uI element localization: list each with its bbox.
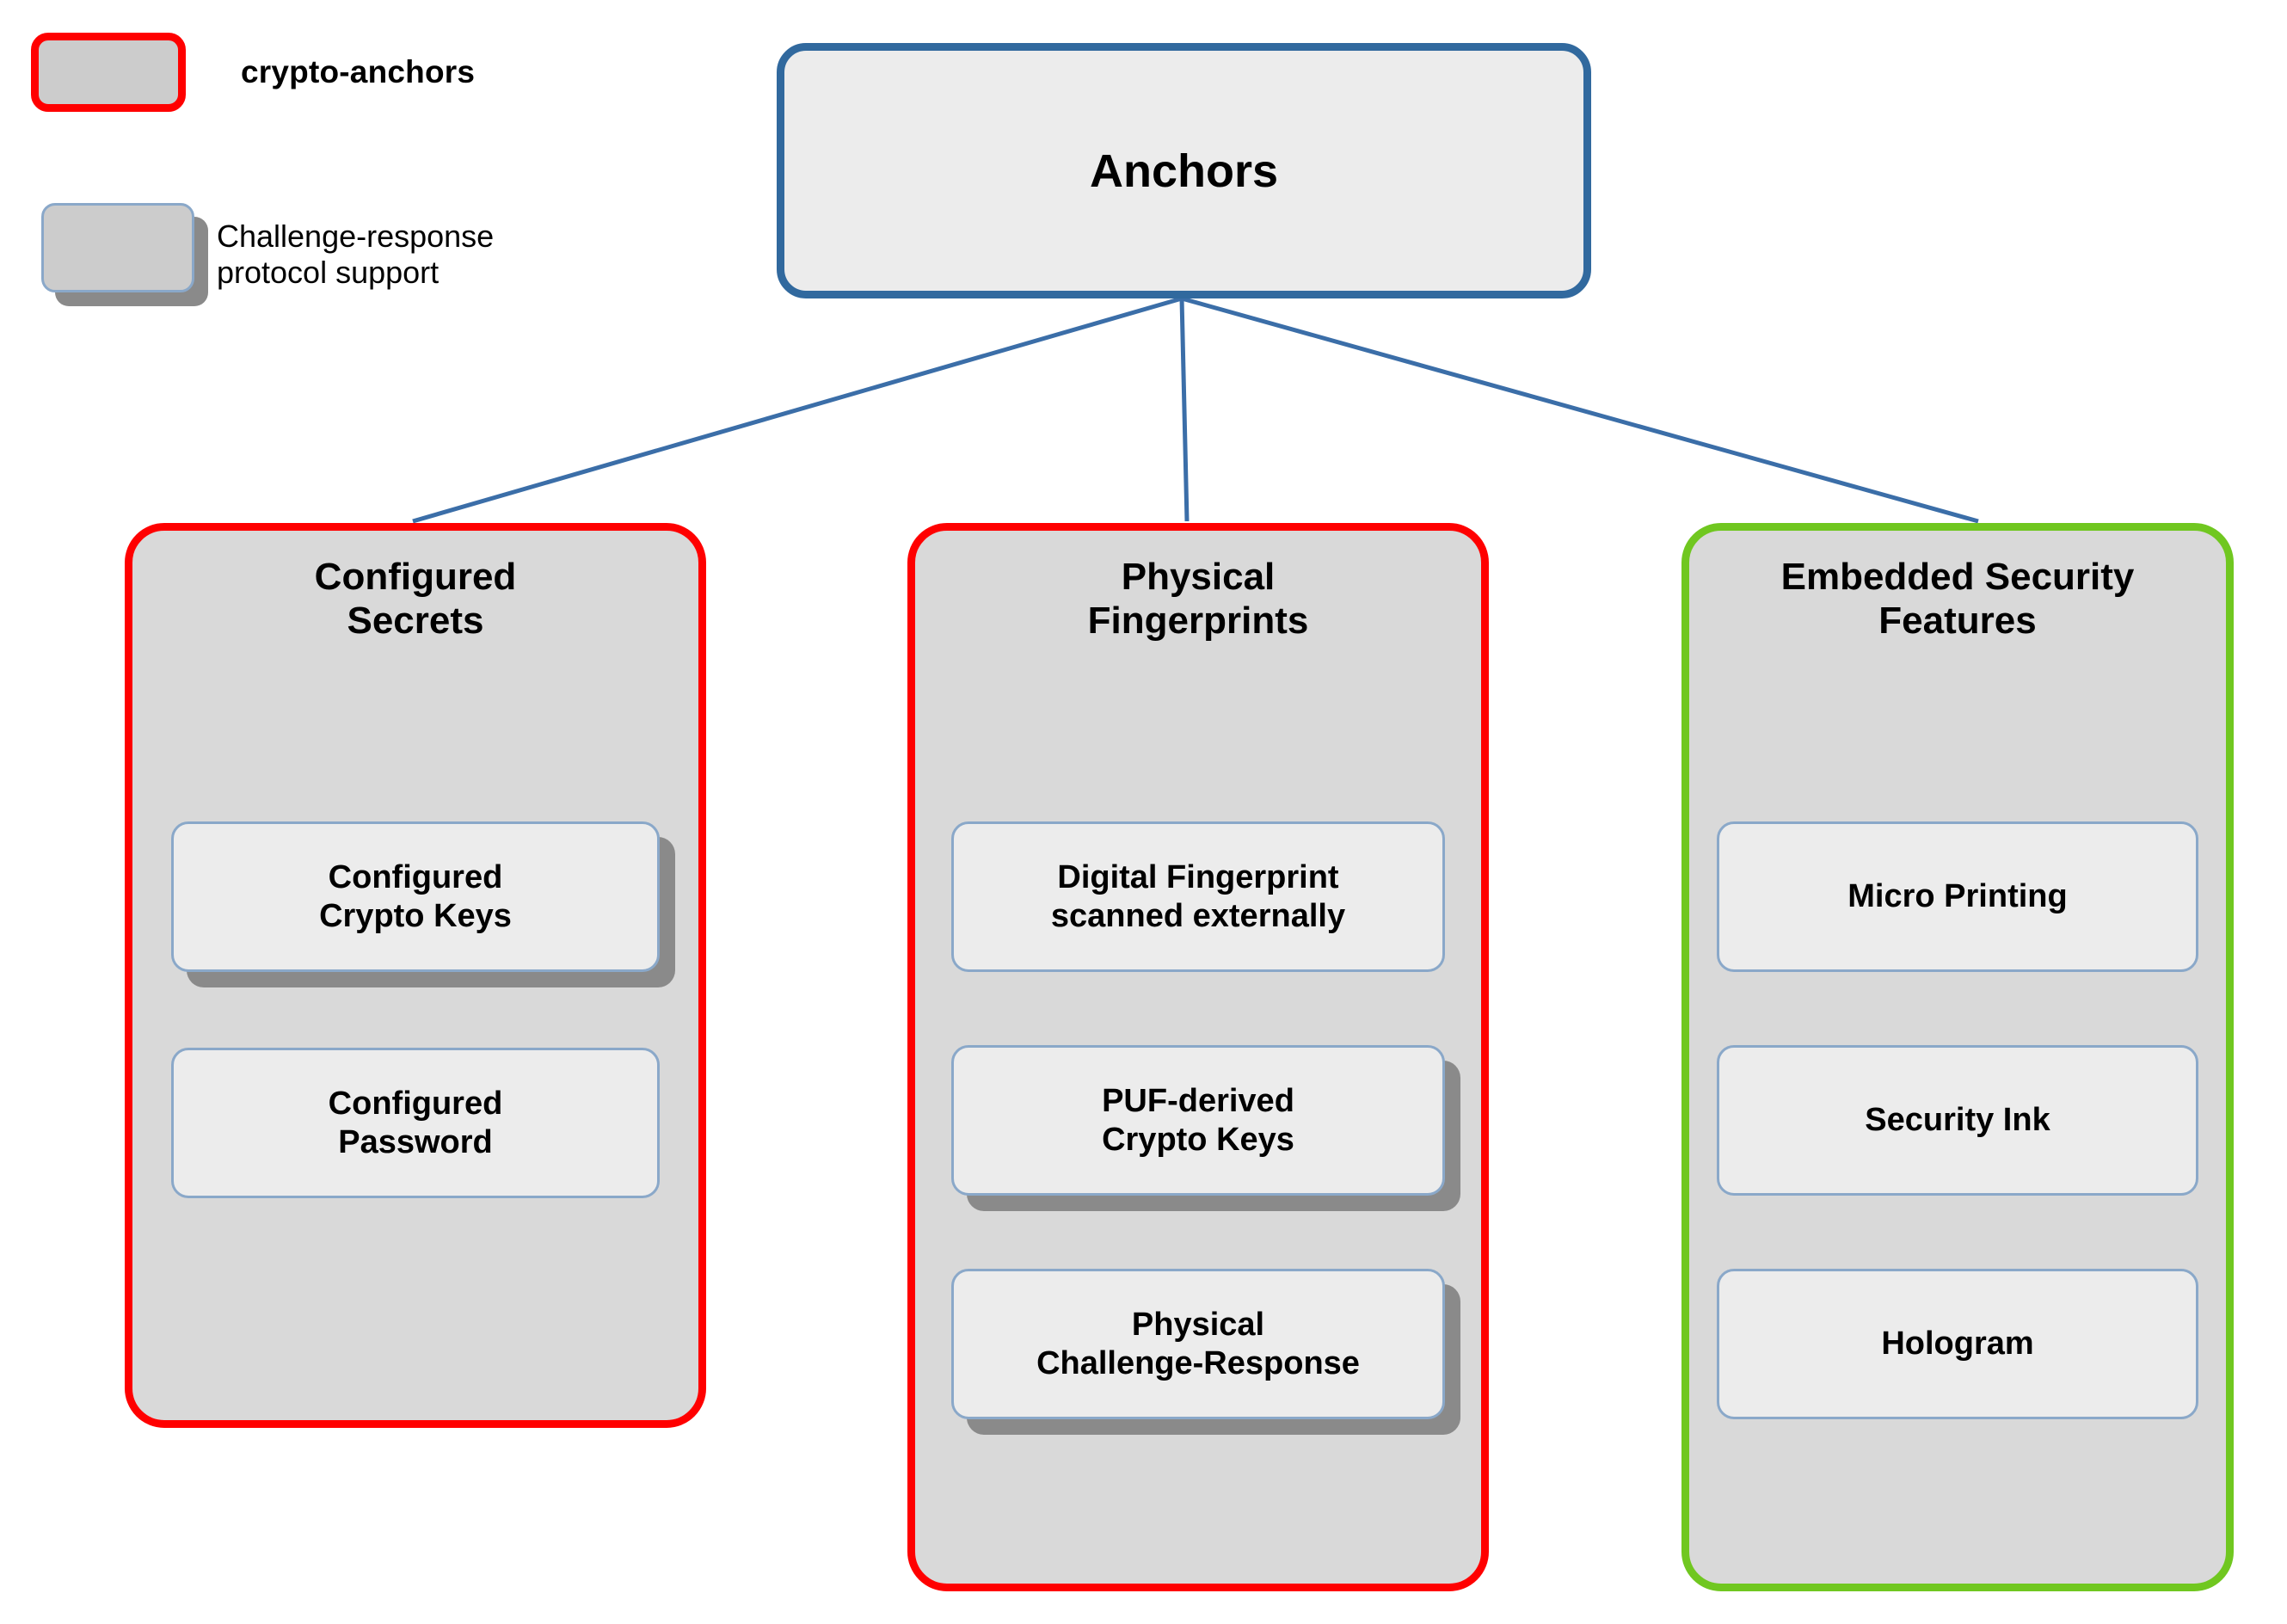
edge-root-to-configured-secrets xyxy=(412,296,1183,524)
item-micro-printing[interactable]: Micro Printing xyxy=(1717,821,2198,972)
item-physical-challenge-response-wrap: Physical Challenge-Response xyxy=(951,1269,1445,1419)
edge-root-to-embedded-security-features xyxy=(1181,296,1979,524)
item-configured-password[interactable]: Configured Password xyxy=(171,1048,660,1198)
category-configured-secrets[interactable]: Configured Secrets Configured Crypto Key… xyxy=(125,523,706,1428)
item-configured-crypto-keys-wrap: Configured Crypto Keys xyxy=(171,821,660,972)
legend-swatch-challenge-response-wrap xyxy=(31,200,200,310)
item-micro-printing-label: Micro Printing xyxy=(1847,878,2068,915)
item-puf-derived-crypto-keys[interactable]: PUF-derived Crypto Keys xyxy=(951,1045,1445,1196)
category-embedded-security-features-items: Micro Printing Security Ink Hologram xyxy=(1689,821,2226,1419)
item-digital-fingerprint-scanned-externally-wrap: Digital Fingerprint scanned externally xyxy=(951,821,1445,972)
legend-item-crypto-anchors: crypto-anchors xyxy=(31,33,475,112)
item-physical-challenge-response-label: Physical Challenge-Response xyxy=(1036,1306,1360,1381)
legend-item-challenge-response: Challenge-response protocol support xyxy=(31,200,494,310)
item-hologram[interactable]: Hologram xyxy=(1717,1269,2198,1419)
item-security-ink-label: Security Ink xyxy=(1865,1102,2050,1139)
category-physical-fingerprints-title: Physical Fingerprints xyxy=(1087,556,1309,643)
item-hologram-wrap: Hologram xyxy=(1717,1269,2198,1419)
item-micro-printing-wrap: Micro Printing xyxy=(1717,821,2198,972)
category-configured-secrets-title: Configured Secrets xyxy=(314,556,517,643)
item-configured-crypto-keys[interactable]: Configured Crypto Keys xyxy=(171,821,660,972)
item-puf-derived-crypto-keys-label: PUF-derived Crypto Keys xyxy=(1102,1082,1294,1158)
item-puf-derived-crypto-keys-wrap: PUF-derived Crypto Keys xyxy=(951,1045,1445,1196)
item-hologram-label: Hologram xyxy=(1881,1326,2034,1363)
category-embedded-security-features-title: Embedded Security Features xyxy=(1780,556,2135,643)
legend-swatch-crypto-anchors xyxy=(31,33,186,112)
category-embedded-security-features[interactable]: Embedded Security Features Micro Printin… xyxy=(1681,523,2234,1591)
item-digital-fingerprint-scanned-externally[interactable]: Digital Fingerprint scanned externally xyxy=(951,821,1445,972)
item-configured-crypto-keys-label: Configured Crypto Keys xyxy=(319,858,512,934)
legend-label-challenge-response: Challenge-response protocol support xyxy=(217,218,495,290)
node-anchors[interactable]: Anchors xyxy=(777,43,1591,298)
item-configured-password-label: Configured Password xyxy=(328,1085,503,1160)
item-configured-password-wrap: Configured Password xyxy=(171,1048,660,1198)
category-configured-secrets-items: Configured Crypto Keys Configured Passwo… xyxy=(132,821,698,1198)
item-digital-fingerprint-scanned-externally-label: Digital Fingerprint scanned externally xyxy=(1050,858,1346,934)
edge-root-to-physical-fingerprints xyxy=(1179,298,1190,522)
legend-swatch-challenge-response xyxy=(41,203,194,292)
item-physical-challenge-response[interactable]: Physical Challenge-Response xyxy=(951,1269,1445,1419)
item-security-ink-wrap: Security Ink xyxy=(1717,1045,2198,1196)
item-security-ink[interactable]: Security Ink xyxy=(1717,1045,2198,1196)
node-anchors-title: Anchors xyxy=(1089,145,1279,197)
category-physical-fingerprints-items: Digital Fingerprint scanned externally P… xyxy=(915,821,1481,1419)
legend-label-crypto-anchors: crypto-anchors xyxy=(241,54,476,89)
category-physical-fingerprints[interactable]: Physical Fingerprints Digital Fingerprin… xyxy=(907,523,1489,1591)
